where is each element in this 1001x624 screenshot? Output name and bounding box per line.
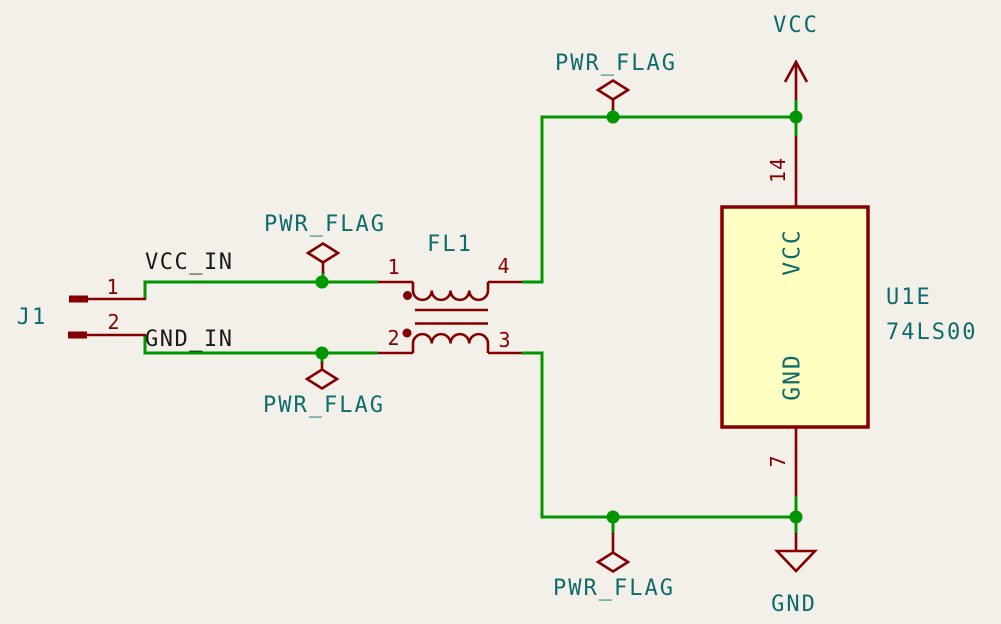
- net-label-gnd-in[interactable]: GND_IN: [145, 327, 234, 352]
- pwr-flag-label-vccin[interactable]: PWR_FLAG: [264, 212, 386, 237]
- pwr-flag-label-gndin[interactable]: PWR_FLAG: [263, 393, 385, 418]
- fl1-pin1-number: 1: [387, 255, 401, 279]
- wire-gnd-in[interactable]: [143, 335, 378, 355]
- fl1-pin3-number: 3: [498, 328, 512, 352]
- u1e-pin7-number: 7: [766, 454, 790, 468]
- fl1-pin4-number: 4: [497, 254, 511, 278]
- net-label-vcc-in[interactable]: VCC_IN: [145, 250, 234, 275]
- fl1-polarity-dot-bottom: [402, 328, 412, 338]
- gnd-power-label[interactable]: GND: [771, 592, 817, 617]
- u1e-pin14-number: 14: [766, 156, 790, 184]
- gnd-triangle: [773, 549, 819, 573]
- u1e-value[interactable]: 74LS00: [886, 320, 978, 345]
- pwr-flag-diamond: [595, 550, 631, 574]
- j1-pin2-number: 2: [107, 310, 121, 334]
- j1-reference[interactable]: J1: [16, 305, 48, 330]
- vcc-power-label[interactable]: VCC: [773, 13, 819, 38]
- pwr-flag-diamond: [305, 241, 341, 265]
- pwr-flag-symbol-gnd[interactable]: [595, 533, 631, 574]
- pwr-flag-symbol-vcc[interactable]: [595, 78, 631, 111]
- ic-u1e-symbol[interactable]: [720, 136, 870, 496]
- junction-dot[interactable]: [606, 110, 620, 124]
- wire-vcc-top[interactable]: [522, 115, 796, 284]
- gnd-power-symbol[interactable]: [773, 533, 819, 573]
- j1-pin1-number: 1: [106, 275, 120, 299]
- j1-pin2-stub: [68, 331, 87, 339]
- u1e-pin-vcc-name: VCC: [779, 228, 806, 276]
- pwr-flag-diamond: [304, 367, 340, 391]
- wires[interactable]: [143, 100, 798, 534]
- fl1-reference[interactable]: FL1: [427, 232, 473, 257]
- pwr-flag-label-gnd[interactable]: PWR_FLAG: [553, 576, 675, 601]
- junction-dot[interactable]: [789, 510, 803, 524]
- vcc-power-symbol[interactable]: [783, 59, 809, 100]
- fl1-top-winding: [411, 282, 490, 302]
- wire-gnd-bottom[interactable]: [522, 351, 796, 519]
- junction-dot[interactable]: [789, 110, 803, 124]
- connector-j1-symbol[interactable]: [68, 295, 146, 339]
- pwr-flag-label-vcc[interactable]: PWR_FLAG: [555, 51, 677, 76]
- fl1-bottom-winding: [411, 332, 490, 353]
- junction-dot[interactable]: [315, 275, 329, 289]
- wire-vcc-in[interactable]: [143, 280, 378, 299]
- junctions[interactable]: [315, 110, 803, 524]
- filter-fl1-symbol[interactable]: [378, 280, 522, 355]
- junction-dot[interactable]: [606, 510, 620, 524]
- u1e-reference[interactable]: U1E: [886, 285, 932, 310]
- pwr-flag-diamond: [595, 78, 631, 102]
- vcc-arrowhead: [783, 59, 809, 83]
- fl1-pin2-number: 2: [387, 326, 401, 350]
- pwr-flag-symbol-gndin[interactable]: [304, 362, 340, 391]
- u1e-pin-gnd-name: GND: [779, 353, 806, 401]
- j1-pin1-stub: [69, 295, 88, 303]
- fl1-polarity-dot-top: [403, 291, 412, 300]
- pwr-flag-symbol-vccin[interactable]: [305, 241, 341, 274]
- junction-dot[interactable]: [315, 346, 329, 360]
